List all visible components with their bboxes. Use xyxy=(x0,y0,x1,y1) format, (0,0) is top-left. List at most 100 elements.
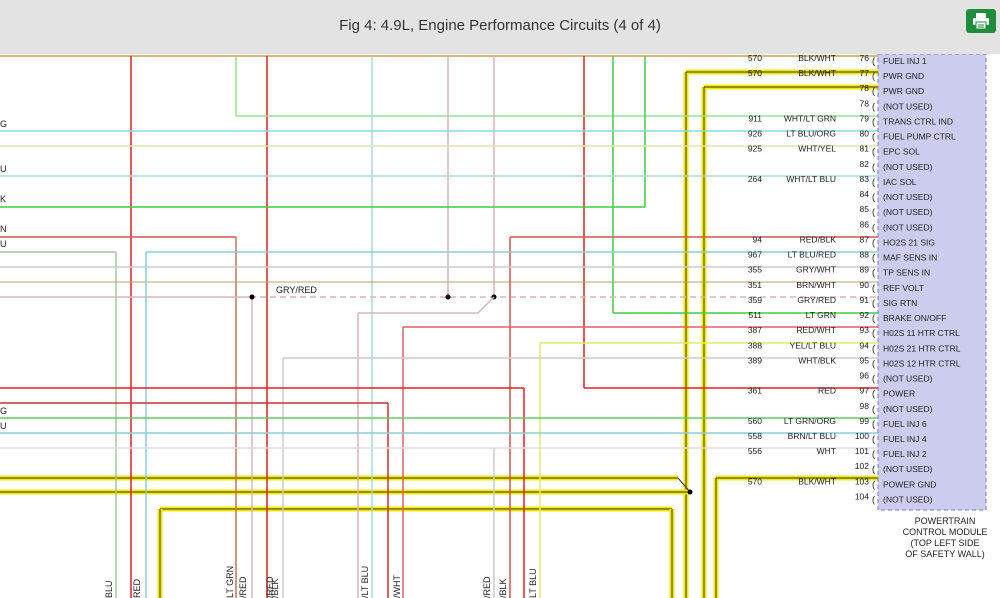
circuit-number: 264 xyxy=(748,174,762,184)
pin-row: 104(NOT USED)( xyxy=(855,491,933,504)
pin-function: TRANS CTRL IND xyxy=(883,116,953,126)
left-edge-label: G xyxy=(0,119,7,129)
pin-number: 101 xyxy=(855,446,869,456)
pin-paren: ( xyxy=(872,132,875,142)
pin-function: FUEL INJ 4 xyxy=(883,434,927,444)
left-edge-label: N xyxy=(0,224,7,234)
bottom-wire-label: /RED xyxy=(265,576,275,598)
pin-number: 103 xyxy=(855,476,869,486)
circuit-number: 556 xyxy=(748,446,762,456)
pin-function: REF VOLT xyxy=(883,283,924,293)
figure-title: Fig 4: 4.9L, Engine Performance Circuits… xyxy=(339,17,661,34)
figure-header: Fig 4: 4.9L, Engine Performance Circuits… xyxy=(0,0,1000,54)
pin-function: (NOT USED) xyxy=(883,222,933,232)
pin-number: 79 xyxy=(860,113,870,123)
print-button[interactable] xyxy=(966,9,996,33)
pin-row: 86(NOT USED)( xyxy=(860,219,933,232)
pin-function: (NOT USED) xyxy=(883,494,933,504)
pin-row: 85(NOT USED)( xyxy=(860,204,933,217)
pin-paren: ( xyxy=(872,328,875,338)
pin-function: (NOT USED) xyxy=(883,162,933,172)
pin-number: 78 xyxy=(860,98,870,108)
pin-number: 81 xyxy=(860,144,870,154)
pin-number: 89 xyxy=(860,265,870,275)
circuit-number: 926 xyxy=(748,129,762,139)
bottom-wire-label: /WHT xyxy=(392,575,402,598)
pin-paren: ( xyxy=(872,313,875,323)
pin-function: BRAKE ON/OFF xyxy=(883,313,946,323)
pin-number: 99 xyxy=(860,416,870,426)
pin-function: (NOT USED) xyxy=(883,404,933,414)
wire-color: YEL/LT BLU xyxy=(790,340,836,350)
bottom-wire-label: /BLK xyxy=(270,578,280,598)
wire-color: BLK/WHT xyxy=(798,476,836,486)
pin-paren: ( xyxy=(872,116,875,126)
circuit-number: 387 xyxy=(748,325,762,335)
pin-number: 90 xyxy=(860,280,870,290)
left-edge-label: G xyxy=(0,406,7,416)
module-name-line: (TOP LEFT SIDE xyxy=(910,538,979,548)
wire-color: BRN/WHT xyxy=(796,280,836,290)
pin-paren: ( xyxy=(872,101,875,111)
circuit-number: 94 xyxy=(753,234,763,244)
pin-paren: ( xyxy=(872,298,875,308)
pin-number: 97 xyxy=(860,386,870,396)
circuit-number: 359 xyxy=(748,295,762,305)
wire-color: WHT/LT GRN xyxy=(784,113,836,123)
pin-function: H02S 21 HTR CTRL xyxy=(883,343,961,353)
pin-paren: ( xyxy=(872,419,875,429)
pin-number: 98 xyxy=(860,401,870,411)
bottom-wire-label: BLU xyxy=(104,580,114,598)
wire-color: WHT/YEL xyxy=(798,144,836,154)
pin-number: 88 xyxy=(860,250,870,260)
pin-function: MAF SENS IN xyxy=(883,253,937,263)
module-name-line: CONTROL MODULE xyxy=(903,527,988,537)
circuit-number: 967 xyxy=(748,250,762,260)
bottom-wire-label: /BLK xyxy=(498,578,508,598)
pin-number: 102 xyxy=(855,461,869,471)
pin-number: 85 xyxy=(860,204,870,214)
circuit-number: 570 xyxy=(748,68,762,78)
left-edge-label: K xyxy=(0,194,6,204)
wire-color: GRY/WHT xyxy=(796,265,836,275)
pin-function: POWER xyxy=(883,389,915,399)
wire-color: LT GRN xyxy=(806,310,836,320)
wire-color: GRY/RED xyxy=(797,295,836,305)
left-edge-label: U xyxy=(0,421,7,431)
pin-paren: ( xyxy=(872,464,875,474)
pin-number: 92 xyxy=(860,310,870,320)
wire-color: LT GRN/ORG xyxy=(784,416,836,426)
pin-paren: ( xyxy=(872,237,875,247)
circuit-number: 911 xyxy=(748,113,762,123)
pin-paren: ( xyxy=(872,479,875,489)
circuit-number: 355 xyxy=(748,265,762,275)
wire-color: WHT/BLK xyxy=(798,355,836,365)
pin-paren: ( xyxy=(872,253,875,263)
pin-paren: ( xyxy=(872,389,875,399)
pin-paren: ( xyxy=(872,374,875,384)
circuit-number: 361 xyxy=(748,386,762,396)
pin-row: 84(NOT USED)( xyxy=(860,189,933,202)
pin-row: 96(NOT USED)( xyxy=(860,371,933,384)
bottom-wire-label: LT BLU xyxy=(528,568,538,598)
pin-function: POWER GND xyxy=(883,479,936,489)
pin-number: 91 xyxy=(860,295,870,305)
pin-paren: ( xyxy=(872,434,875,444)
circuit-number: 560 xyxy=(748,416,762,426)
circuit-number: 511 xyxy=(748,310,762,320)
pin-row: 98(NOT USED)( xyxy=(860,401,933,414)
pin-paren: ( xyxy=(872,494,875,504)
pin-function: FUEL INJ 6 xyxy=(883,419,927,429)
pin-paren: ( xyxy=(872,222,875,232)
pin-function: H02S 12 HTR CTRL xyxy=(883,358,961,368)
